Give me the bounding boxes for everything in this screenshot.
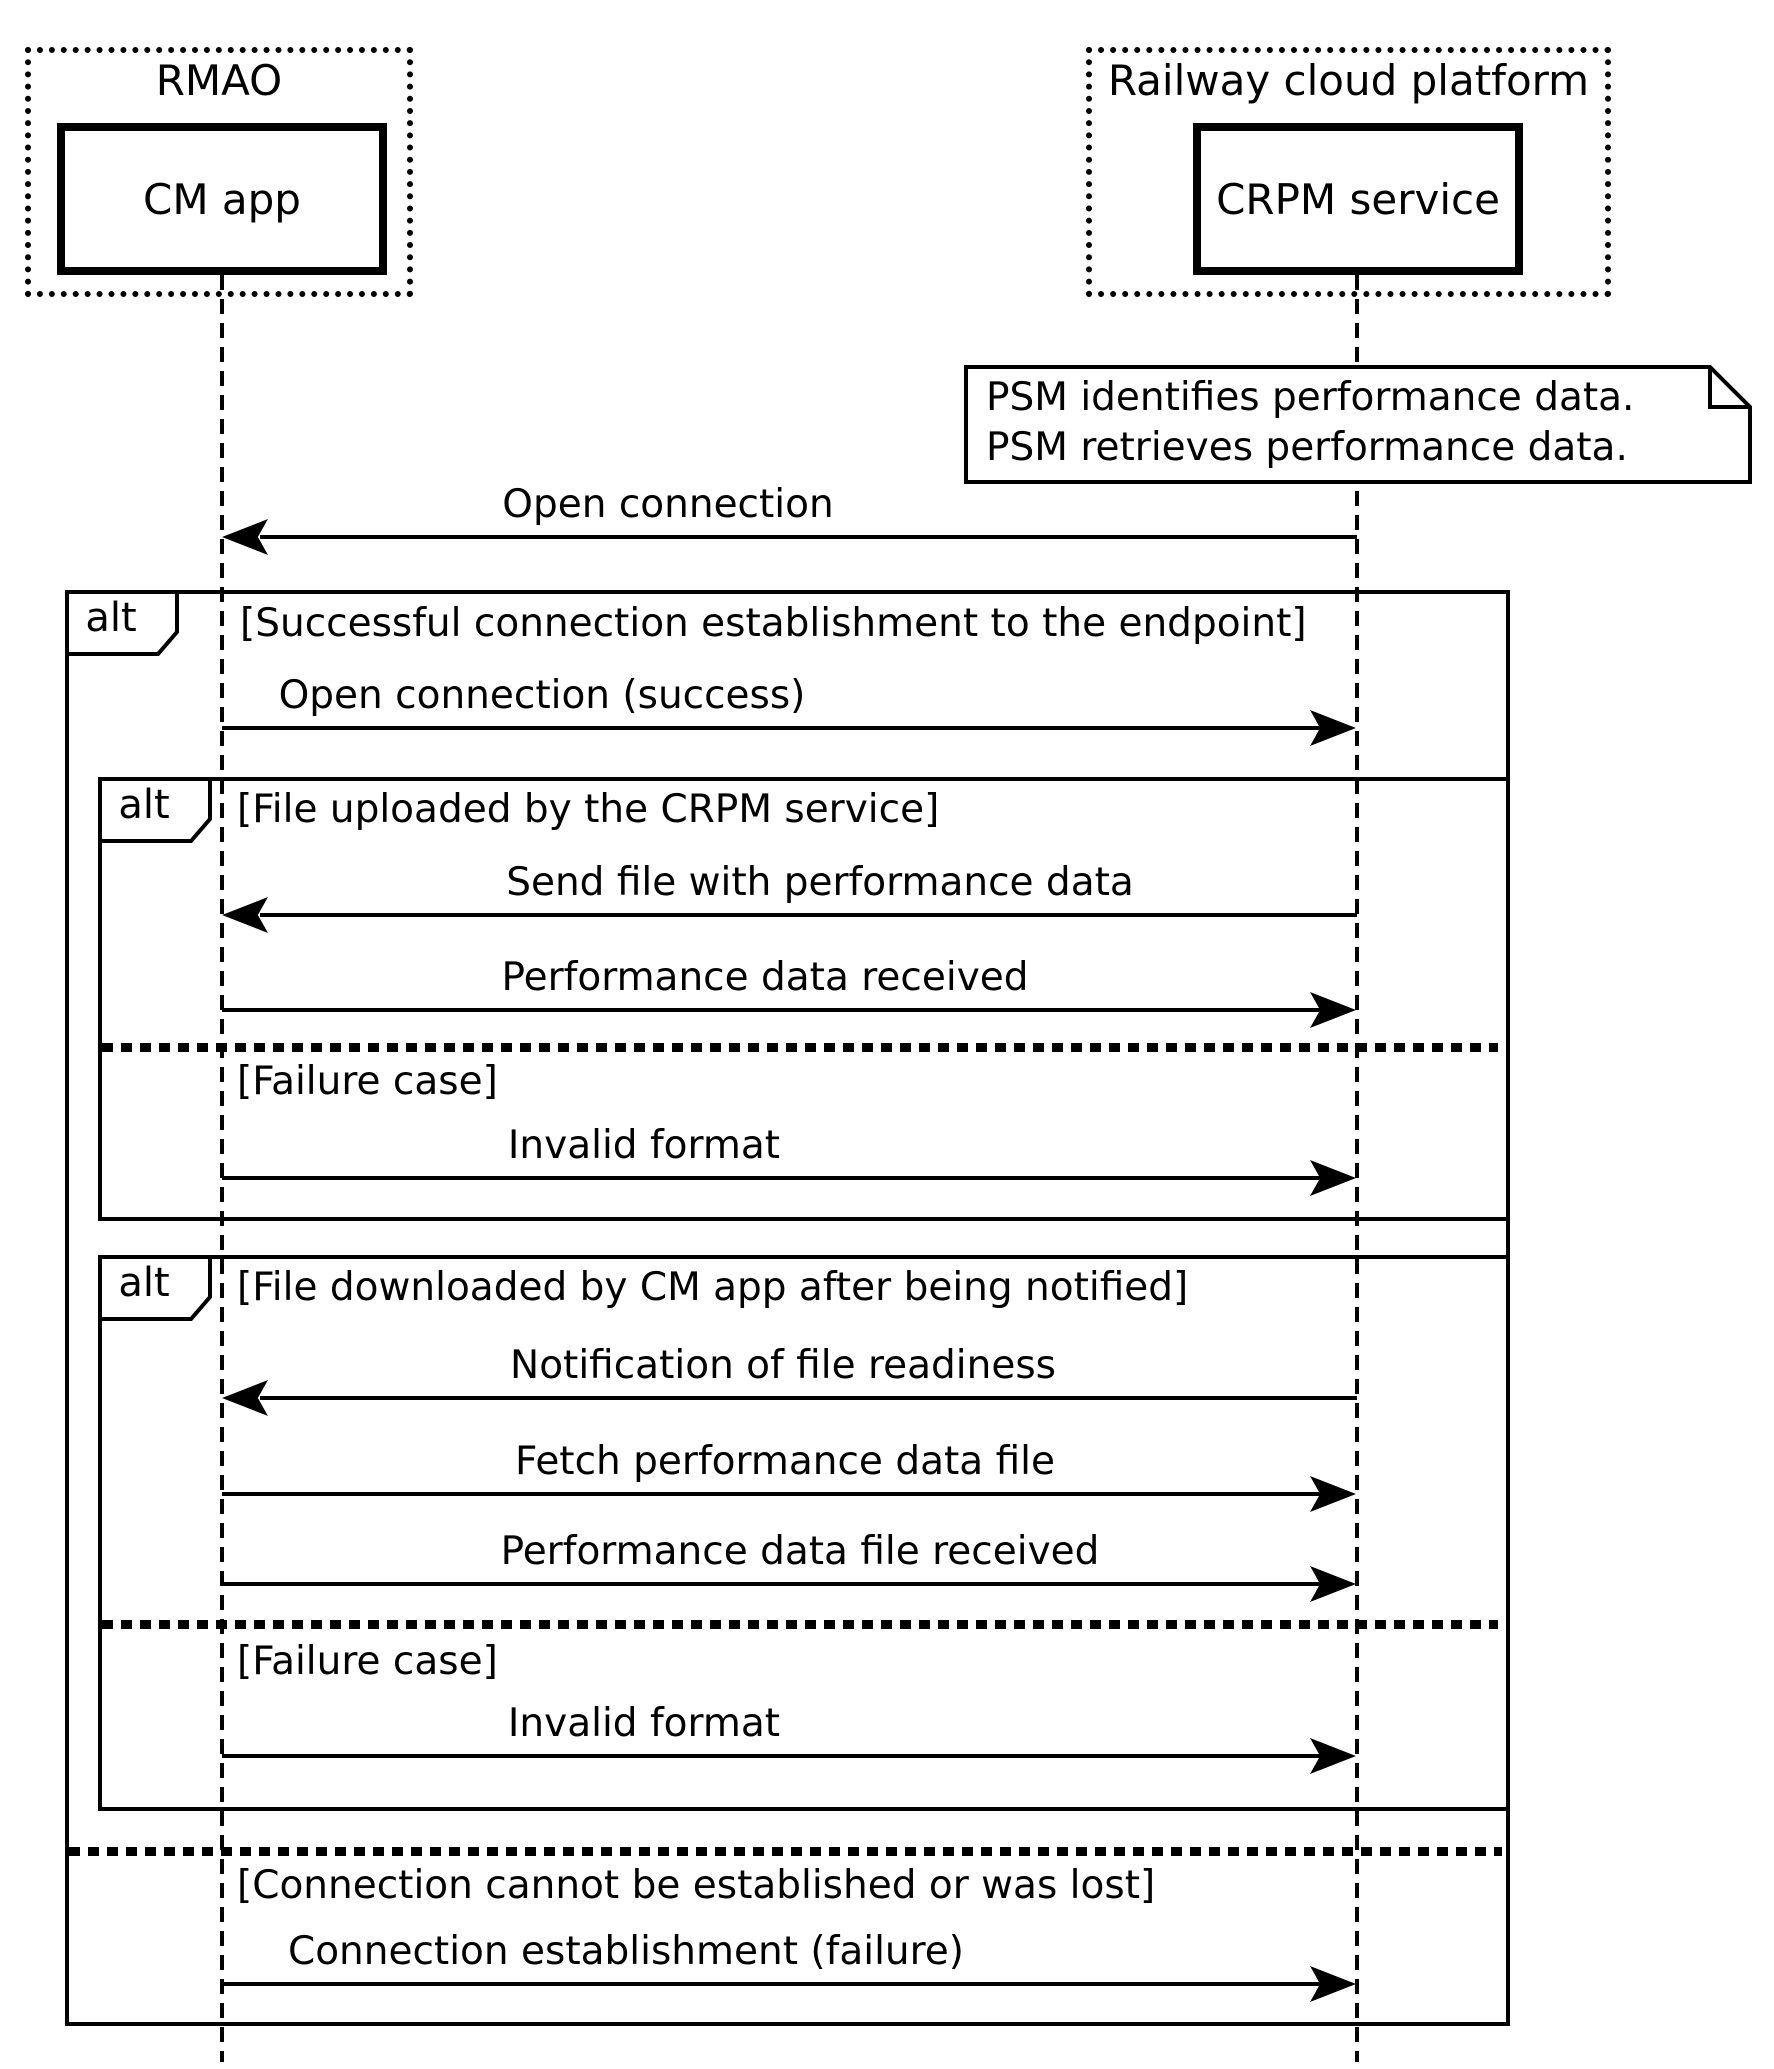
participant-group-railway-cloud-platform (1086, 47, 1611, 297)
lifeline-crpm-service (1355, 275, 1359, 2062)
message-label-open-connection-success: Open connection (success) (278, 673, 806, 718)
guard-outer-failure: [Connection cannot be established or was… (237, 1863, 1156, 1908)
message-label-notification-readiness: Notification of file readiness (510, 1343, 1056, 1388)
alt-operator-download: alt (98, 1255, 212, 1325)
guard-upload: [File uploaded by the CRPM service] (237, 787, 940, 832)
note: PSM identifies performance data. PSM ret… (964, 365, 1752, 484)
message-line-invalid-format-2 (222, 1754, 1324, 1758)
alt-frame-download (98, 1255, 1510, 1811)
message-line-send-file (260, 913, 1357, 917)
alt-operator-outer-label: alt (85, 595, 137, 641)
guard-outer-success: [Successful connection establishment to … (240, 601, 1307, 646)
message-label-invalid-format-2: Invalid format (507, 1701, 781, 1746)
message-line-open-connection-success (222, 726, 1324, 730)
participant-box-crpm-service-label: CRPM service (1216, 174, 1500, 224)
message-label-connection-failure: Connection establishment (failure) (287, 1929, 965, 1974)
guard-download: [File downloaded by CM app after being n… (237, 1265, 1189, 1310)
guard-download-failure: [Failure case] (237, 1639, 498, 1684)
message-line-invalid-format-1 (222, 1176, 1324, 1180)
message-line-connection-failure (222, 1982, 1324, 1986)
message-label-send-file: Send file with performance data (506, 860, 1134, 905)
message-label-performance-data-received: Performance data received (501, 955, 1029, 1000)
alt-frame-upload (98, 777, 1510, 1221)
participant-group-railway-cloud-platform-title: Railway cloud platform (1107, 56, 1590, 105)
participant-box-crpm-service: CRPM service (1193, 123, 1523, 275)
message-label-open-connection: Open connection (502, 482, 834, 527)
divider-outer-failure (69, 1847, 1502, 1856)
guard-upload-failure: [Failure case] (237, 1059, 498, 1104)
divider-upload-failure (102, 1043, 1498, 1052)
participant-box-cm-app-label: CM app (143, 174, 301, 224)
alt-operator-upload: alt (98, 777, 212, 847)
divider-download-failure (102, 1620, 1498, 1629)
message-label-invalid-format-1: Invalid format (507, 1123, 781, 1168)
message-label-file-received: Performance data file received (500, 1529, 1100, 1574)
alt-operator-download-shape (98, 1255, 212, 1321)
participant-box-cm-app: CM app (57, 123, 387, 275)
alt-operator-upload-shape (98, 777, 212, 843)
note-line-2: PSM retrieves performance data. (986, 425, 1628, 470)
participant-group-rmao-title: RMAO (155, 56, 283, 105)
message-line-performance-data-received (222, 1008, 1324, 1012)
note-line-1: PSM identifies performance data. (986, 375, 1635, 420)
message-label-fetch-file: Fetch performance data file (515, 1439, 1055, 1484)
participant-group-rmao (25, 47, 413, 297)
lifeline-cm-app (220, 275, 224, 2062)
message-line-fetch-file (222, 1492, 1324, 1496)
alt-operator-download-label: alt (118, 1260, 170, 1306)
message-line-file-received (222, 1582, 1324, 1586)
alt-operator-outer: alt (65, 590, 179, 660)
alt-operator-upload-label: alt (118, 782, 170, 828)
message-line-notification-readiness (260, 1396, 1357, 1400)
message-line-open-connection (260, 535, 1357, 539)
alt-operator-outer-shape (65, 590, 179, 656)
note-shape (964, 365, 1752, 484)
